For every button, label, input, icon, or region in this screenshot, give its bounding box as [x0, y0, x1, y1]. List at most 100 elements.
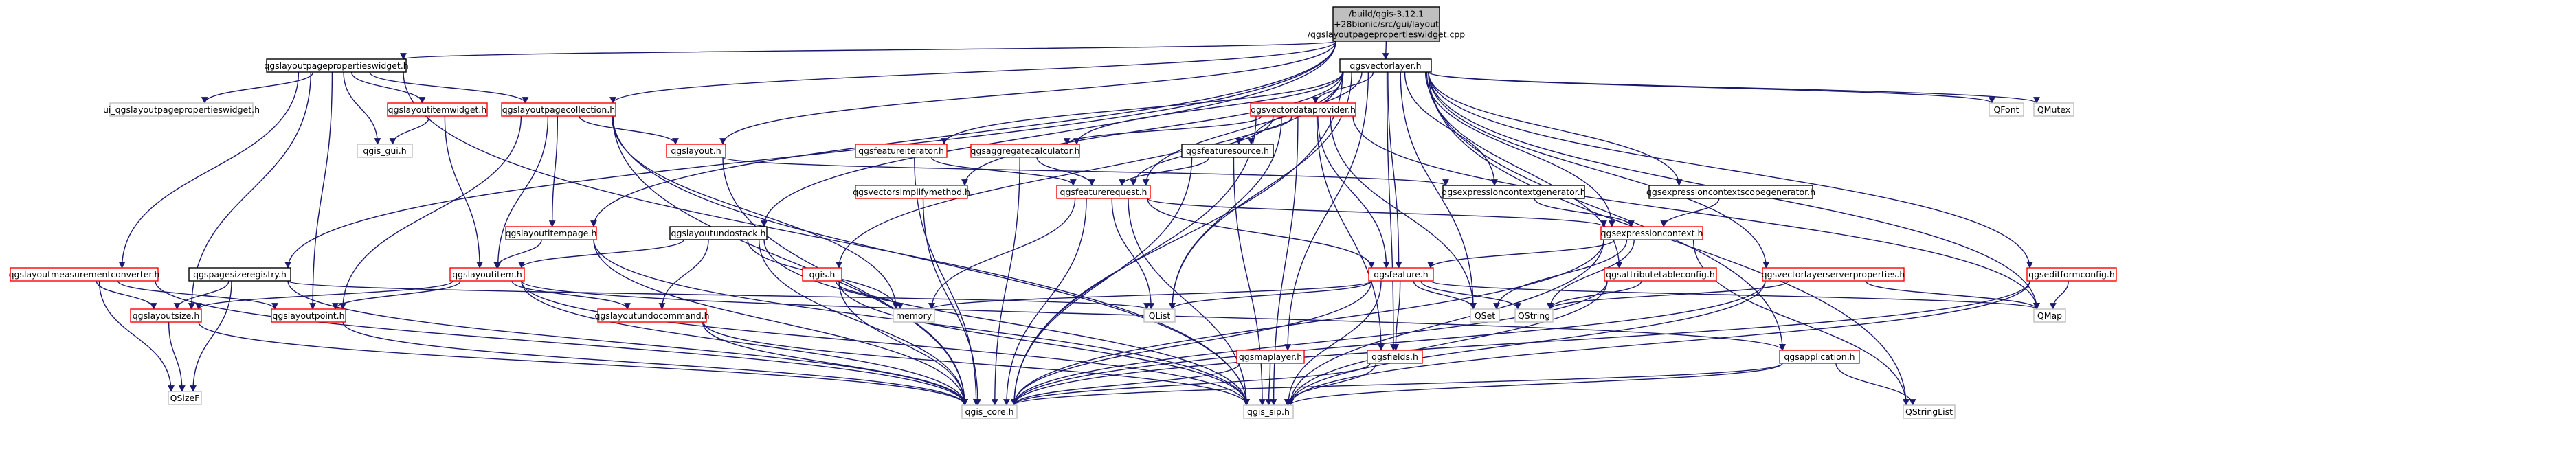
edge-root-to-litempage: [590, 41, 1336, 227]
node-qgis_h[interactable]: qgis.h: [802, 267, 842, 282]
node-box: [1250, 102, 1356, 117]
node-box: [597, 308, 707, 323]
edge-vdp-to-qgsfeature: [1317, 115, 1390, 269]
node-feat_iter[interactable]: qgsfeatureiterator.h: [855, 144, 948, 158]
node-lundocmd[interactable]: qgslayoutundocommand.h: [594, 308, 710, 323]
edge-litem-to-qgis_sip: [521, 280, 1250, 406]
node-label: QSet: [1475, 310, 1495, 321]
node-qmutex: QMutex: [2033, 102, 2074, 117]
edge-qgsfeature-to-qgsfields: [1392, 280, 1401, 351]
node-qgsapp[interactable]: qgsapplication.h: [1779, 350, 1860, 364]
node-exprctx[interactable]: qgsexpressioncontext.h: [1600, 226, 1703, 240]
node-label: qgis_gui.h: [363, 146, 406, 156]
edge-vlayer-to-vdp: [1312, 71, 1374, 104]
edge-featreq-to-qlist: [1111, 198, 1155, 310]
node-label: qgsexpressioncontextgenerator.h: [1442, 187, 1585, 197]
edge-qgsapp-to-qgis_core: [1011, 363, 1783, 406]
node-qgsfields[interactable]: qgsfields.h: [1367, 350, 1423, 364]
node-box: [188, 267, 291, 282]
node-label: qgslayoutitempage.h: [506, 228, 597, 238]
node-exprscopegen[interactable]: qgsexpressioncontextscopegenerator.h: [1646, 185, 1815, 199]
node-maplayer[interactable]: qgsmaplayer.h: [1236, 350, 1305, 364]
node-qgslayout[interactable]: qgslayout.h: [666, 144, 726, 158]
node-label: qgslayout.h: [671, 146, 721, 156]
edge-exprctx-to-qgis_sip: [1287, 239, 1604, 406]
edge-editform-to-qgis_sip: [1287, 280, 2030, 406]
edge-lpoint-to-qgis_core: [342, 321, 968, 406]
edge-lppw_h-to-ui_lppw: [201, 71, 314, 104]
node-aggcalc[interactable]: qgsaggregatecalculator.h: [970, 144, 1080, 158]
node-vlayer[interactable]: qgsvectorlayer.h: [1339, 58, 1432, 73]
edge-vlsrvprops-to-qgis_core: [1011, 280, 1766, 406]
node-box: [271, 308, 346, 323]
node-box: [970, 144, 1080, 158]
edge-vlayer-to-aggcalc: [1073, 71, 1343, 145]
node-litempage[interactable]: qgslayoutitempage.h: [505, 226, 597, 240]
node-lppw_h[interactable]: qgslayoutpagepropertieswidget.h: [264, 58, 409, 73]
node-exprctxgen[interactable]: qgsexpressioncontextgenerator.h: [1442, 185, 1586, 199]
node-label: qgsexpressioncontext.h: [1601, 228, 1703, 238]
node-lpagecoll[interactable]: qgslayoutpagecollection.h: [501, 102, 616, 117]
edge-lppw_h-to-litemwidget: [350, 71, 426, 104]
edge-lmeasconv-to-qsizef: [98, 280, 175, 392]
node-box: [357, 144, 413, 158]
node-lpoint[interactable]: qgslayoutpoint.h: [271, 308, 346, 323]
edge-root-to-vlayer: [1382, 41, 1389, 60]
edge-pagesizereg-to-qgis_core: [287, 280, 968, 406]
edge-qgsapp-to-qgis_sip: [1287, 363, 1783, 406]
node-box: [893, 308, 935, 323]
node-label: /qgslayoutpagepropertieswidget.cpp: [1308, 30, 1466, 40]
edge-lmeasconv-to-lpoint: [117, 280, 278, 310]
node-qfont: QFont: [1989, 102, 2024, 117]
node-label: qgslayoutundostack.h: [671, 228, 766, 238]
node-litem[interactable]: qgslayoutitem.h: [449, 267, 525, 282]
node-featsrc[interactable]: qgsfeaturesource.h: [1181, 144, 1274, 158]
node-label: qgsvectordataprovider.h: [1251, 104, 1356, 115]
node-box: [501, 102, 616, 117]
node-label: QFont: [1993, 104, 2019, 115]
node-qgsfeature[interactable]: qgsfeature.h: [1368, 267, 1434, 282]
node-pagesizereg[interactable]: qgspagesizeregistry.h: [188, 267, 291, 282]
edge-vlayer-to-qfont: [1428, 71, 1995, 104]
edge-vlayer-to-vlsrvprops: [1428, 71, 1770, 269]
node-lmeasconv[interactable]: qgslayoutmeasurementconverter.h: [9, 267, 160, 282]
node-box: [1056, 185, 1151, 199]
node-attrtable[interactable]: qgsattributetableconfig.h: [1604, 267, 1717, 282]
node-qset: QSet: [1470, 308, 1500, 323]
node-vdp[interactable]: qgsvectordataprovider.h: [1250, 102, 1356, 117]
edge-qgis_h-to-qgis_core: [838, 280, 968, 406]
edge-vlayer-to-attrtable: [1426, 71, 1623, 269]
edge-attrtable-to-qgis_sip: [1287, 280, 1608, 406]
node-qlist: QList: [1143, 308, 1176, 323]
node-label: qgsfields.h: [1371, 352, 1418, 362]
edge-vdp-to-aggcalc: [1063, 115, 1262, 145]
edge-lppw_h-to-lpoint: [309, 71, 333, 310]
node-root[interactable]: /build/qgis-3.12.1+28bionic/src/gui/layo…: [1308, 6, 1466, 42]
edge-lppw_h-to-qgis_gui: [343, 71, 381, 145]
node-label: QSizeF: [170, 393, 200, 403]
node-featreq[interactable]: qgsfeaturerequest.h: [1056, 185, 1151, 199]
edge-litem-to-qgis_core: [521, 280, 968, 406]
node-box: [2033, 308, 2066, 323]
edge-litemwidget-to-qgis_gui: [389, 115, 430, 145]
edge-vlsrvprops-to-qstring: [1547, 280, 1789, 310]
edge-qgsfeature-to-qstring: [1420, 280, 1521, 310]
node-simplify[interactable]: qgsvectorsimplifymethod.h: [853, 185, 970, 199]
node-box: [505, 226, 597, 240]
node-label: QMutex: [2037, 104, 2070, 115]
node-litemwidget[interactable]: qgslayoutitemwidget.h: [387, 102, 488, 117]
node-lsize[interactable]: qgslayoutsize.h: [130, 308, 202, 323]
edge-vlayer-to-qmutex: [1428, 71, 2040, 104]
edge-vdp-to-qmap: [1352, 115, 2040, 310]
node-editform[interactable]: qgseditformconfig.h: [2026, 267, 2117, 282]
node-box: [666, 144, 726, 158]
edge-aggcalc-to-qgis_core: [991, 157, 1020, 406]
node-lundostack[interactable]: qgslayoutundostack.h: [669, 226, 768, 240]
edge-root-to-lppw_h: [401, 41, 1336, 60]
edge-featsrc-to-qgis_sip: [1233, 157, 1266, 406]
node-vlsrvprops[interactable]: qgsvectorlayerserverproperties.h: [1762, 267, 1905, 282]
node-label: qgis_sip.h: [1247, 407, 1290, 417]
edge-featreq-to-exprctx: [1147, 198, 1607, 227]
edge-exprscopegen-to-exprctx: [1660, 198, 1720, 227]
node-box: [855, 185, 968, 199]
